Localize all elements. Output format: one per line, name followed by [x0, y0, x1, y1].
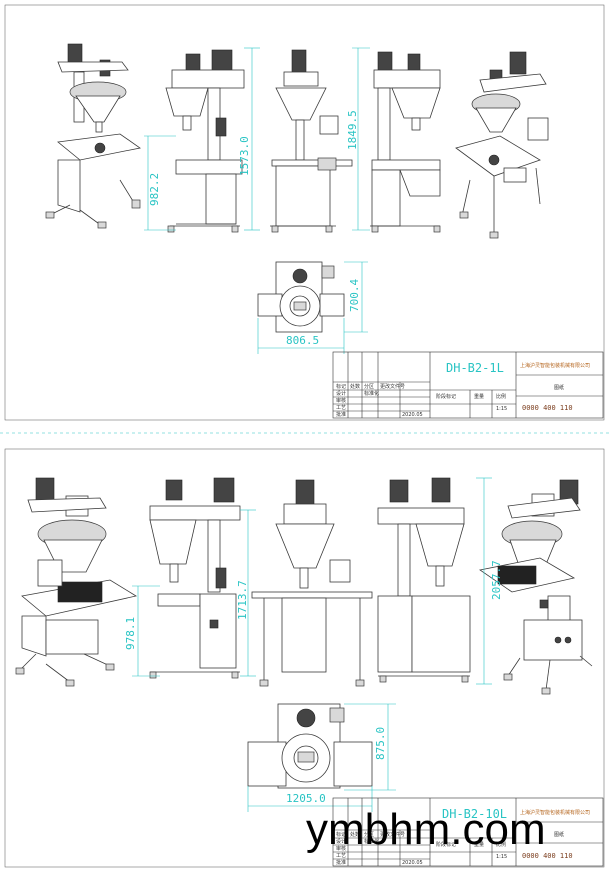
drawing-code-2: 0000 400 110	[522, 852, 573, 860]
svg-text:2020.05: 2020.05	[402, 860, 423, 866]
dim-plan-height-2: 875.0	[374, 727, 387, 760]
company-name-2: 上海沪灵智能包装机械有限公司	[520, 809, 590, 816]
title-block-2: 标记 处数 分区 更改文件号 设计 标准化 审核 工艺 批准 2020.05 阶…	[332, 797, 604, 867]
svg-text:批准: 批准	[336, 859, 346, 866]
dim-height-mid-2: 1713.7	[236, 580, 249, 620]
model-name-1: DH-B2-1L	[446, 361, 504, 375]
svg-text:重量: 重量	[474, 393, 484, 400]
side-view-2	[377, 477, 471, 683]
svg-text:重量: 重量	[474, 841, 484, 848]
svg-text:更改文件号: 更改文件号	[380, 383, 405, 390]
svg-text:2020.05: 2020.05	[402, 412, 423, 418]
svg-text:阶段标记: 阶段标记	[436, 841, 456, 848]
watermark: ymbhm.com	[306, 805, 546, 854]
iso-view-left-2	[15, 477, 138, 687]
svg-text:更改文件号: 更改文件号	[380, 831, 405, 838]
iso-view-right-2	[478, 479, 593, 695]
dim-plan-width-2: 1205.0	[286, 792, 326, 805]
dim-height-mid-1: 1573.0	[238, 136, 251, 176]
dim-height-left-2: 978.1	[124, 617, 137, 650]
svg-text:分区: 分区	[364, 383, 374, 390]
title-block-1: 标记 处数 分区 更改文件号 设计 标准化 审核 工艺 批准 2020.05 阶…	[332, 351, 604, 419]
dimensions-2: 978.1 1713.7 2057.7 875.0 1205.0	[124, 477, 503, 812]
svg-text:比例: 比例	[496, 393, 506, 400]
svg-text:标准化: 标准化	[364, 838, 379, 845]
svg-text:设计: 设计	[336, 838, 346, 845]
sheet-1: 982.2 1573.0 1849.5 700.4 806.5	[4, 4, 605, 421]
iso-view-left-1	[45, 43, 141, 229]
svg-text:标准化: 标准化	[364, 390, 379, 397]
sheet-1-frame	[4, 4, 605, 421]
dim-height-right-1: 1849.5	[346, 110, 359, 150]
svg-text:处数: 处数	[350, 831, 360, 838]
svg-text:1:15: 1:15	[496, 406, 507, 412]
svg-text:工艺: 工艺	[336, 405, 346, 411]
company-name-1: 上海沪灵智能包装机械有限公司	[520, 362, 590, 369]
front-view-b-2	[251, 479, 373, 687]
dim-height-left-1: 982.2	[148, 173, 161, 206]
front-view-a-1	[165, 49, 245, 233]
dim-height-right-2: 2057.7	[490, 560, 503, 600]
dim-plan-height-1: 700.4	[348, 279, 361, 312]
svg-text:比例: 比例	[496, 841, 506, 848]
sheet-2: 978.1 1713.7 2057.7 875.0 1205.0	[4, 448, 605, 868]
svg-text:处数: 处数	[350, 383, 360, 390]
svg-text:阶段标记: 阶段标记	[436, 393, 456, 400]
plan-view-1	[257, 261, 345, 333]
front-view-a-2	[149, 477, 241, 679]
svg-text:图纸: 图纸	[554, 831, 564, 838]
front-view-b-1	[270, 49, 353, 233]
svg-text:审核: 审核	[336, 845, 346, 852]
svg-text:工艺: 工艺	[336, 853, 346, 859]
dimensions-1: 982.2 1573.0 1849.5 700.4 806.5	[144, 47, 370, 354]
svg-text:分区: 分区	[364, 831, 374, 838]
svg-text:标记: 标记	[336, 831, 346, 838]
svg-text:审核: 审核	[336, 397, 346, 404]
svg-text:标记: 标记	[336, 383, 346, 390]
drawing-code-1: 0000 400 110	[522, 404, 573, 412]
sheet-2-frame	[4, 448, 605, 868]
model-name-2: DH-B2-10L	[442, 807, 507, 821]
iso-view-right-1	[455, 51, 549, 239]
svg-text:批准: 批准	[336, 411, 346, 418]
svg-text:设计: 设计	[336, 390, 346, 397]
plan-view-2	[247, 703, 373, 789]
svg-text:图纸: 图纸	[554, 384, 564, 391]
svg-text:1:15: 1:15	[496, 854, 507, 860]
side-view-1	[370, 51, 441, 233]
dim-plan-width-1: 806.5	[286, 334, 319, 347]
